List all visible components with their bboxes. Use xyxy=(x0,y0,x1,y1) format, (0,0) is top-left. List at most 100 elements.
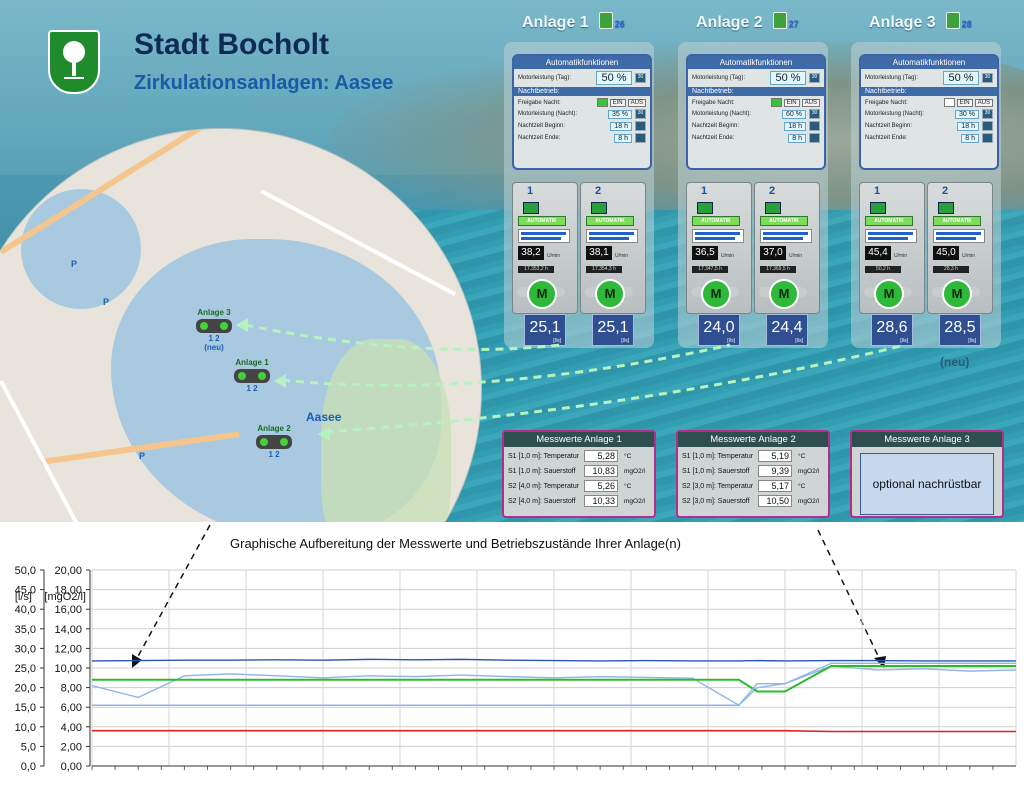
pump-level-bars xyxy=(760,229,812,243)
motor-night-input[interactable]: 30 % xyxy=(955,109,979,119)
motor-day-input[interactable]: 50 % xyxy=(770,71,806,85)
night-start-input[interactable]: 18 h xyxy=(784,121,806,131)
set-icon[interactable] xyxy=(809,121,820,131)
motor-day-small: 30 xyxy=(635,73,646,83)
night-end-input[interactable]: 8 h xyxy=(961,133,979,143)
id-number: 26 xyxy=(614,19,625,29)
map-marker-anlage-2[interactable]: Anlage 2 1 2 xyxy=(256,424,292,459)
set-icon[interactable] xyxy=(635,121,646,131)
auto-panel-title: Automatikfunktionen xyxy=(861,56,997,69)
flow-display: 24,4[l/s] xyxy=(766,314,808,346)
anlage-3-pump-2[interactable]: 2 AUTOMATIK 45,0 U/min 28,3 h M xyxy=(927,182,993,314)
measure-value: 5,28 xyxy=(584,450,618,462)
map-marker-anlage-3[interactable]: Anlage 3 1 2 (neu) xyxy=(196,308,232,352)
flow-unit: [l/s] xyxy=(968,338,976,344)
anlage-1-header: Anlage 1 26 xyxy=(522,12,625,32)
set-icon[interactable] xyxy=(982,133,993,143)
y-left-tick-label: 40,0 xyxy=(15,604,36,616)
pump-speed-unit: U/min xyxy=(789,253,803,259)
y-left-tick-label: 0,0 xyxy=(21,761,36,773)
y-left-tick-label: 5,0 xyxy=(21,741,36,753)
night-end-input[interactable]: 8 h xyxy=(614,133,632,143)
series-line xyxy=(91,658,1016,662)
pump-level-bars xyxy=(933,229,985,243)
flow-value: 25,1 xyxy=(597,319,629,336)
motor-day-input[interactable]: 50 % xyxy=(943,71,979,85)
map-road xyxy=(0,380,97,522)
anlage-2-pump-1[interactable]: 1 AUTOMATIK 36,5 U/min 17.347,5 h M xyxy=(686,182,752,314)
anlage-2-pump-2[interactable]: 2 AUTOMATIK 37,0 U/min 17.369,5 h M xyxy=(754,182,820,314)
anlage-1-auto-panel: Automatikfunktionen Motorleistung (Tag):… xyxy=(512,54,652,170)
night-off-button[interactable]: AUS xyxy=(974,98,993,107)
measure-unit: mgO2/l xyxy=(798,497,819,505)
measure-label: S2 [4,0 m]: Sauerstoff xyxy=(508,497,576,505)
measure-label: S1 [1,0 m]: Temperatur xyxy=(508,452,580,460)
pump-mode-badge[interactable]: AUTOMATIK xyxy=(760,216,808,226)
anlage-3-pump-1[interactable]: 1 AUTOMATIK 45,4 U/min 50,2 h M xyxy=(859,182,925,314)
set-icon[interactable] xyxy=(809,133,820,143)
set-icon[interactable] xyxy=(982,121,993,131)
flow-unit: [l/s] xyxy=(553,338,561,344)
pump-level-bars xyxy=(586,229,638,243)
night-off-button[interactable]: AUS xyxy=(801,98,820,107)
map-marker-anlage-1[interactable]: Anlage 1 1 2 xyxy=(234,358,270,393)
night-on-button[interactable]: EIN xyxy=(956,98,973,107)
night-on-button[interactable]: EIN xyxy=(609,98,626,107)
measure-value: 5,17 xyxy=(758,480,792,492)
anlage-1-pump-1[interactable]: 1 AUTOMATIK 38,2 U/min 17.353,2 h M xyxy=(512,182,578,314)
measure-value: 5,19 xyxy=(758,450,792,462)
y-left-tick-label: 30,0 xyxy=(15,643,36,655)
night-off-button[interactable]: AUS xyxy=(627,98,646,107)
scada-overview: Stadt Bocholt Zirkulationsanlagen: Aasee… xyxy=(0,0,1024,522)
flow-value: 28,5 xyxy=(944,319,976,336)
night-start-label: Nachtzeit Beginn: xyxy=(865,123,913,129)
motor-night-input[interactable]: 60 % xyxy=(782,109,806,119)
anlage-name: Anlage 2 xyxy=(696,14,763,31)
y-right-tick-label: 2,00 xyxy=(61,741,82,753)
id-badge-icon xyxy=(772,12,787,29)
night-start-input[interactable]: 18 h xyxy=(610,121,632,131)
motor-night-small: 30 xyxy=(635,109,646,119)
map-marker-note: (neu) xyxy=(204,343,224,352)
night-on-button[interactable]: EIN xyxy=(783,98,800,107)
night-status-led xyxy=(596,98,608,107)
motor-icon: M xyxy=(701,279,731,309)
pump-speed-display: 38,2 xyxy=(518,246,544,260)
id-number: 27 xyxy=(788,19,799,29)
measure-unit: mgO2/l xyxy=(624,497,645,505)
night-header: Nachtbetrieb: xyxy=(861,87,997,96)
flow-display: 24,0[l/s] xyxy=(698,314,740,346)
night-end-input[interactable]: 8 h xyxy=(788,133,806,143)
status-icon xyxy=(697,202,713,214)
flow-display: 25,1 [l/s] xyxy=(524,314,566,346)
night-end-label: Nachtzeit Ende: xyxy=(518,135,561,141)
y-right-tick-label: 12,00 xyxy=(54,643,82,655)
pump-mode-badge[interactable]: AUTOMATIK xyxy=(692,216,740,226)
series-line xyxy=(92,729,1016,733)
motor-day-input[interactable]: 50 % xyxy=(596,71,632,85)
measure-panel-title: Messwerte Anlage 3 xyxy=(852,432,1002,447)
y-right-axis-label: [mgO2/l] xyxy=(44,591,86,603)
anlage-1-pump-2[interactable]: 2 AUTOMATIK 38,1 U/min 17.354,3 h M xyxy=(580,182,646,314)
measure-value: 9,39 xyxy=(758,465,792,477)
motor-icon: M xyxy=(874,279,904,309)
measure-unit: °C xyxy=(798,452,806,460)
set-icon[interactable] xyxy=(635,133,646,143)
anlage-name: Anlage 1 xyxy=(522,14,589,31)
pump-mode-badge[interactable]: AUTOMATIK xyxy=(865,216,913,226)
pump-mode-badge[interactable]: AUTOMATIK xyxy=(933,216,981,226)
pump-number: 1 xyxy=(874,185,881,197)
night-release-label: Freigabe Nacht: xyxy=(692,99,735,106)
map-marker-label: Anlage 2 xyxy=(257,424,291,433)
flow-value: 25,1 xyxy=(529,319,561,336)
pump-mode-badge[interactable]: AUTOMATIK xyxy=(518,216,566,226)
measure-panel-title: Messwerte Anlage 1 xyxy=(504,432,654,447)
pump-mode-badge[interactable]: AUTOMATIK xyxy=(586,216,634,226)
page-title: Stadt Bocholt xyxy=(134,28,329,61)
measure-value: 10,83 xyxy=(584,465,618,477)
night-start-input[interactable]: 18 h xyxy=(957,121,979,131)
flow-unit: [l/s] xyxy=(900,338,908,344)
status-icon xyxy=(591,202,607,214)
motor-night-input[interactable]: 35 % xyxy=(608,109,632,119)
